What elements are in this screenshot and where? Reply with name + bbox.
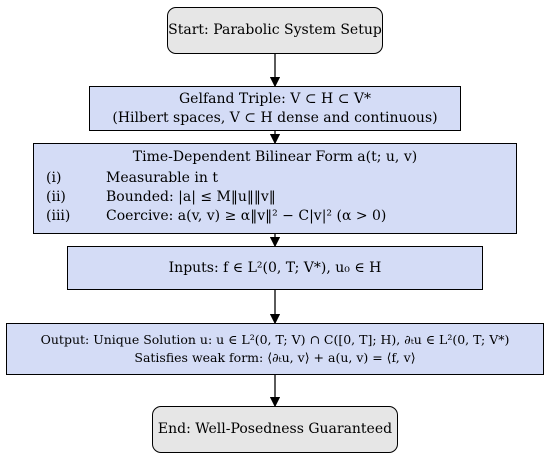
gelfand-triple-node: Gelfand Triple: V ⊂ H ⊂ V* (Hilbert spac…: [89, 86, 461, 131]
condition-number: (ii): [46, 189, 66, 205]
condition-row: (i) Measurable in t: [46, 169, 218, 188]
inputs-node: Inputs: f ∈ L²(0, T; V*), u₀ ∈ H: [67, 246, 483, 290]
condition-text: Coercive: a(v, v) ≥ α‖v‖² − C|v|² (α > 0…: [106, 208, 387, 224]
end-label: End: Well-Posedness Guaranteed: [157, 421, 393, 437]
end-node: End: Well-Posedness Guaranteed: [152, 406, 398, 453]
condition-number: (i): [46, 170, 62, 186]
start-label: Start: Parabolic System Setup: [168, 22, 382, 38]
gelfand-line-1: Gelfand Triple: V ⊂ H ⊂ V*: [179, 90, 371, 107]
output-node: Output: Unique Solution u: u ∈ L²(0, T; …: [6, 323, 544, 375]
bilinear-form-node: Time-Dependent Bilinear Form a(t; u, v) …: [33, 143, 517, 234]
inputs-label: Inputs: f ∈ L²(0, T; V*), u₀ ∈ H: [168, 259, 382, 276]
condition-row: (ii) Bounded: |a| ≤ M‖u‖‖v‖: [46, 188, 276, 207]
condition-number: (iii): [46, 208, 71, 224]
output-line-2: Satisfies weak form: ⟨∂ₜu, v⟩ + a(u, v) …: [134, 350, 416, 365]
bilinear-form-title: Time-Dependent Bilinear Form a(t; u, v): [132, 149, 418, 165]
gelfand-line-2: (Hilbert spaces, V ⊂ H dense and continu…: [112, 109, 438, 126]
condition-text: Bounded: |a| ≤ M‖u‖‖v‖: [106, 189, 276, 205]
output-line-1: Output: Unique Solution u: u ∈ L²(0, T; …: [40, 332, 510, 347]
condition-text: Measurable in t: [106, 170, 218, 186]
condition-row: (iii) Coercive: a(v, v) ≥ α‖v‖² − C|v|² …: [46, 207, 386, 226]
start-node: Start: Parabolic System Setup: [167, 7, 383, 54]
